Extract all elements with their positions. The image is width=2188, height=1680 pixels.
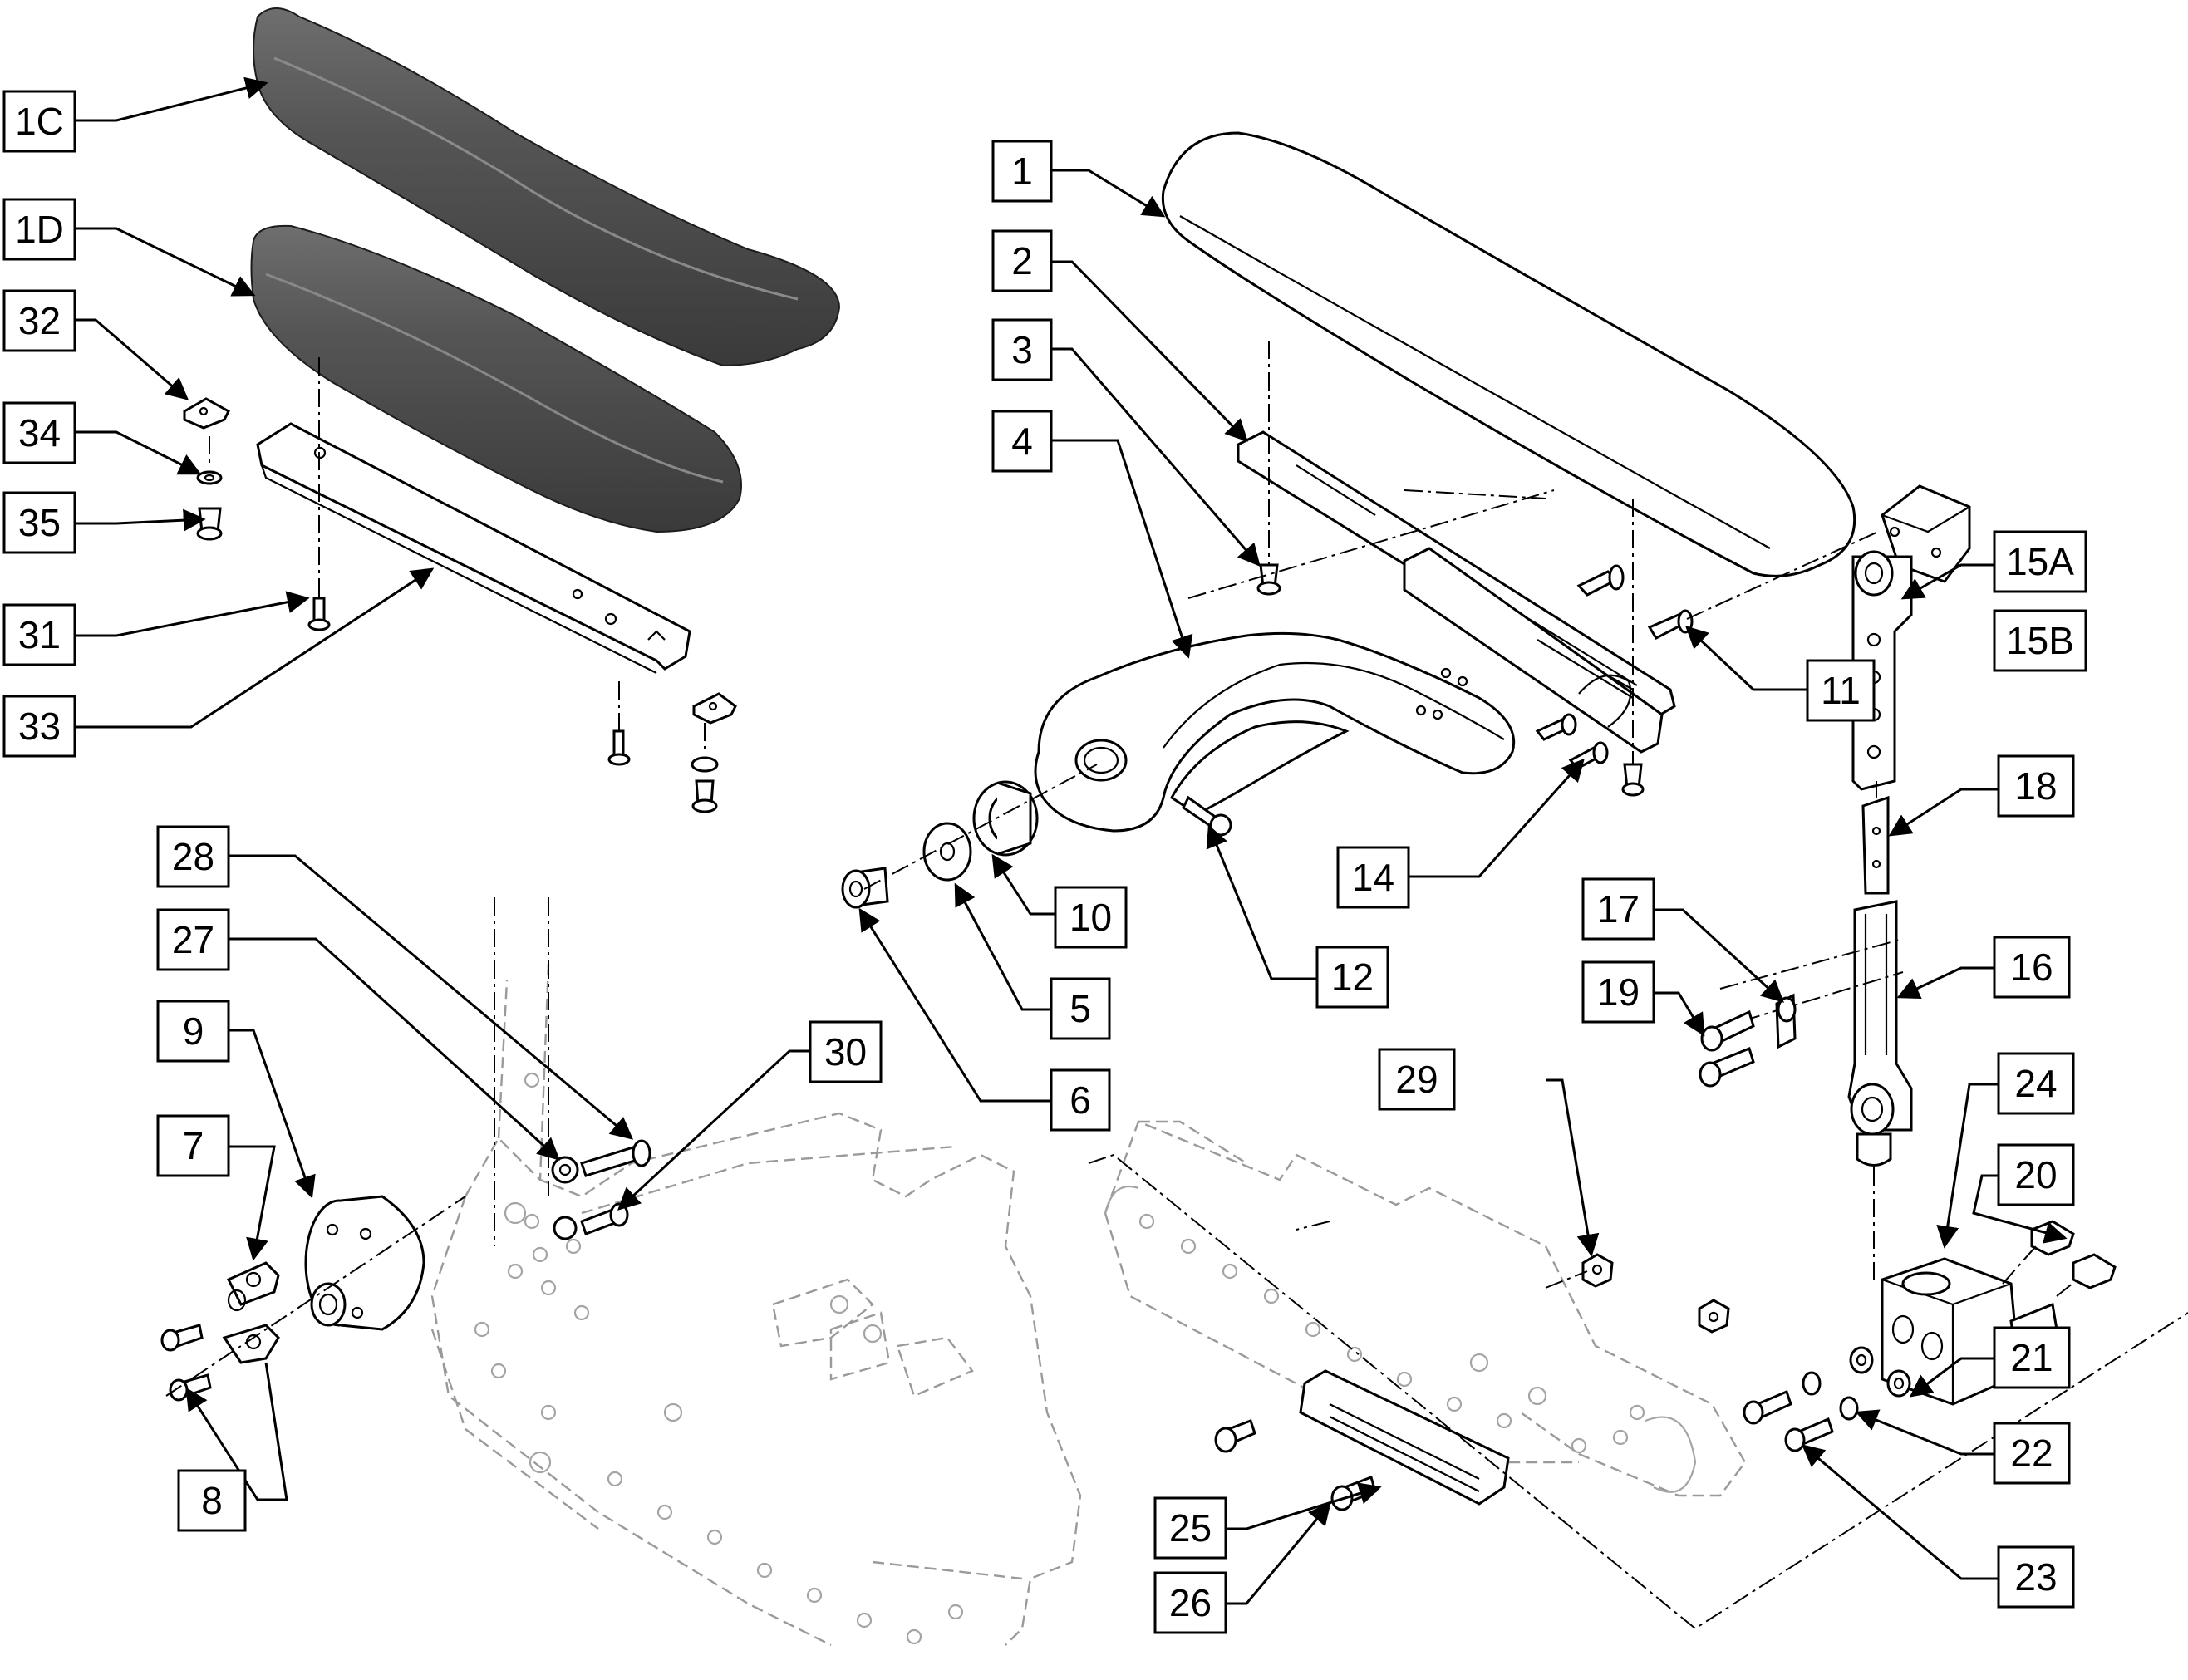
callout: 25 — [1153, 1496, 1227, 1560]
centerlines — [494, 897, 2188, 1630]
bolts-27-28-30 — [551, 1139, 651, 1240]
callout: 1D — [2, 198, 76, 261]
callout-label: 9 — [183, 1009, 204, 1053]
callout: 21 — [1993, 1326, 2071, 1389]
callout-label: 22 — [2010, 1432, 2053, 1475]
callout: 7 — [156, 1114, 230, 1177]
callout: 2 — [991, 229, 1053, 292]
callout: 18 — [1997, 754, 2075, 818]
callout: 30 — [809, 1020, 883, 1083]
callout: 28 — [156, 825, 230, 888]
leader-lines — [75, 76, 2068, 1605]
arm-pad-1 — [1161, 131, 1856, 577]
callout: 31 — [2, 603, 76, 666]
callout-label: 1D — [15, 208, 64, 251]
callout: 12 — [1315, 946, 1389, 1009]
callout: 33 — [2, 695, 76, 758]
shim-18 — [1861, 781, 1890, 895]
callout-label: 2 — [1011, 239, 1033, 282]
arm-pad-1d — [250, 224, 742, 533]
callout-label: 11 — [1821, 669, 1861, 712]
callout-label: 6 — [1069, 1078, 1091, 1122]
callout-label: 19 — [1597, 970, 1640, 1014]
callout-label: 5 — [1069, 987, 1091, 1030]
callout: 15A — [1993, 530, 2087, 593]
callout-label: 17 — [1597, 887, 1640, 931]
hub-assembly-9 — [160, 1195, 466, 1402]
callout: 6 — [1050, 1068, 1111, 1132]
callout: 19 — [1581, 960, 1655, 1024]
callout-label: 27 — [172, 918, 214, 961]
callout-label: 1C — [15, 100, 64, 143]
callout-label: 34 — [18, 411, 61, 454]
callout: 15B — [1993, 609, 2087, 672]
callout-label: 23 — [2014, 1555, 2057, 1599]
callout: 35 — [2, 491, 76, 554]
callout-label: 31 — [18, 613, 61, 656]
clamp-25 — [1214, 1253, 1730, 1511]
callout-label: 20 — [2014, 1153, 2057, 1196]
pivot-hardware — [841, 764, 1098, 909]
callout-label: 30 — [824, 1030, 867, 1073]
arm-plate-33 — [256, 422, 691, 674]
callout: 5 — [1050, 977, 1111, 1040]
callout-label: 10 — [1069, 896, 1112, 939]
callout: 27 — [156, 908, 230, 971]
callout: 23 — [1997, 1545, 2075, 1609]
callout-label: 12 — [1331, 955, 1374, 999]
arm-support-4 — [1034, 631, 1632, 833]
callout: 9 — [156, 1000, 230, 1063]
callout: 22 — [1993, 1422, 2071, 1485]
callout-label: 24 — [2014, 1062, 2057, 1105]
callout: 3 — [991, 318, 1053, 381]
callout: 1C — [2, 90, 76, 153]
callout: 32 — [2, 289, 76, 352]
callout-label: 18 — [2014, 764, 2057, 808]
callout: 20 — [1997, 1143, 2075, 1206]
ghost-frame-right — [1104, 1120, 1747, 1497]
ghost-frame-left — [430, 963, 1082, 1647]
callout-label: 26 — [1169, 1581, 1212, 1624]
screws-17-19 — [1699, 993, 1797, 1088]
callout: 8 — [177, 1469, 247, 1532]
callout-label: 28 — [172, 835, 214, 878]
callout: 14 — [1336, 846, 1410, 909]
callout-label: 4 — [1011, 420, 1033, 463]
callout-label: 16 — [2010, 946, 2053, 989]
callout-label: 32 — [18, 299, 61, 342]
arm-bracket-2 — [1237, 430, 1676, 754]
callout-label: 15B — [2006, 619, 2074, 662]
callout: 10 — [1054, 886, 1128, 949]
callout-label: 14 — [1352, 856, 1394, 899]
callout: 16 — [1993, 936, 2071, 999]
callout: 17 — [1581, 877, 1655, 941]
callout-label: 15A — [2006, 540, 2074, 583]
callout-label: 33 — [18, 705, 61, 748]
arm-pad-1c — [253, 7, 841, 367]
callout: 4 — [991, 410, 1053, 473]
callout-label: 1 — [1011, 150, 1033, 193]
arm-tube-16 — [1711, 900, 1913, 1280]
callout-label: 3 — [1011, 328, 1033, 371]
callout: 24 — [1997, 1052, 2075, 1115]
arm-post-15 — [1851, 484, 1971, 791]
callout: 34 — [2, 401, 76, 464]
callout: 1 — [991, 140, 1053, 203]
callout: 29 — [1378, 1048, 1456, 1111]
callout-label: 21 — [2010, 1336, 2053, 1379]
callout-label: 29 — [1395, 1058, 1438, 1101]
callout-label: 7 — [183, 1124, 204, 1167]
callout-label: 8 — [201, 1479, 223, 1522]
washers-21-22-23 — [1743, 1346, 1911, 1452]
callout-label: 25 — [1169, 1506, 1212, 1550]
callout: 26 — [1153, 1571, 1227, 1634]
callout: 11 — [1806, 659, 1876, 722]
callout-label: 35 — [18, 501, 61, 544]
